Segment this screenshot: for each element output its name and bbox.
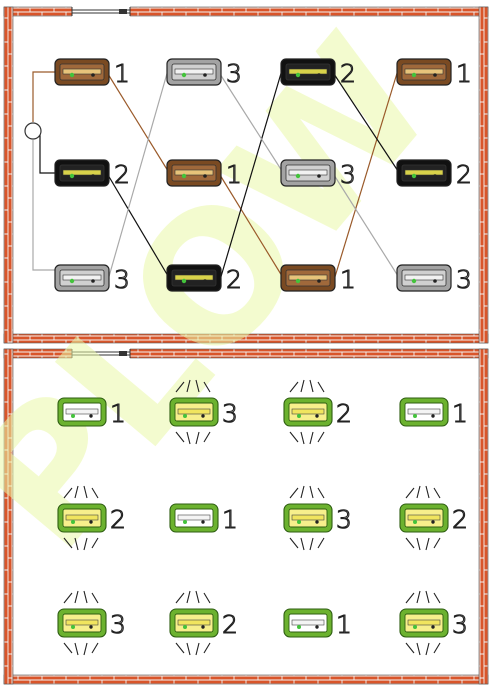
socket-brown	[54, 58, 110, 86]
bottom-lamps: 1 3 2 1 2 1 3 2 3 2 1 3	[57, 379, 468, 656]
lamp-unlit	[57, 397, 107, 427]
socket-label: 1	[114, 59, 130, 88]
socket-label: 1	[226, 160, 242, 189]
light-rays	[405, 485, 441, 551]
socket-gray	[54, 264, 110, 292]
lamp-label: 2	[336, 399, 352, 428]
light-rays	[175, 379, 211, 445]
bottom-room-wall-left	[3, 348, 14, 685]
lamp-lit	[169, 379, 219, 445]
socket-label: 2	[340, 59, 356, 88]
wire-brown	[219, 174, 283, 277]
brick-walls	[3, 6, 489, 685]
lamp-label: 1	[222, 505, 238, 534]
wire-black	[107, 174, 169, 277]
bottom-room-wall-right	[478, 348, 489, 685]
lamp-lit	[283, 379, 333, 445]
lamp-lit	[399, 485, 449, 551]
lamp-label: 3	[110, 610, 126, 639]
light-rays	[289, 379, 325, 445]
lamp-label: 2	[110, 505, 126, 534]
socket-gray	[166, 58, 222, 86]
top-room-wall-right	[478, 6, 489, 344]
socket-black	[166, 264, 222, 292]
top-room-wall-left	[3, 6, 14, 344]
lamp-lit	[57, 590, 107, 656]
socket-brown	[396, 58, 452, 86]
light-rays	[175, 590, 211, 656]
top-room-door	[71, 7, 131, 16]
lamp-label: 3	[336, 505, 352, 534]
lamp-label: 2	[452, 505, 468, 534]
lamp-unlit	[283, 608, 333, 638]
socket-label: 3	[456, 265, 472, 294]
wire-gray	[333, 174, 399, 277]
switch-circle	[24, 122, 42, 140]
lamp-lit	[399, 590, 449, 656]
socket-label: 3	[226, 59, 242, 88]
lamp-label: 3	[222, 399, 238, 428]
light-rays	[63, 590, 99, 656]
lamp-unlit	[169, 503, 219, 533]
socket-gray	[280, 159, 336, 187]
lamp-label: 2	[222, 610, 238, 639]
socket-label: 1	[456, 59, 472, 88]
wire-black	[219, 69, 283, 281]
socket-black	[280, 58, 336, 86]
lamp-label: 1	[452, 399, 468, 428]
wire-black	[333, 73, 399, 172]
wire-brown	[333, 69, 399, 281]
lamp-lit	[283, 485, 333, 551]
light-rays	[289, 485, 325, 551]
socket-label: 3	[114, 265, 130, 294]
wire-gray	[107, 69, 169, 281]
lamp-lit	[169, 590, 219, 656]
light-rays	[63, 485, 99, 551]
wire-gray	[219, 73, 283, 172]
socket-black	[396, 159, 452, 187]
wire-brown	[107, 73, 169, 172]
bottom-room-wall-bottom	[3, 674, 489, 685]
switch	[24, 71, 56, 271]
lamp-lit	[57, 485, 107, 551]
socket-label: 2	[114, 160, 130, 189]
socket-label: 1	[340, 265, 356, 294]
socket-brown	[280, 264, 336, 292]
lamp-unlit	[399, 397, 449, 427]
socket-label: 3	[340, 160, 356, 189]
lamp-label: 3	[452, 610, 468, 639]
socket-gray	[396, 264, 452, 292]
lamp-label: 1	[336, 610, 352, 639]
socket-brown	[166, 159, 222, 187]
bottom-room-door	[71, 349, 131, 358]
socket-label: 2	[226, 265, 242, 294]
lamp-label: 1	[110, 399, 126, 428]
socket-black	[54, 159, 110, 187]
light-rays	[405, 590, 441, 656]
top-sockets: 1 3 2 1 2 1 3 2 3 2 1 3	[54, 58, 472, 295]
socket-label: 2	[456, 160, 472, 189]
top-wiring	[24, 69, 399, 281]
